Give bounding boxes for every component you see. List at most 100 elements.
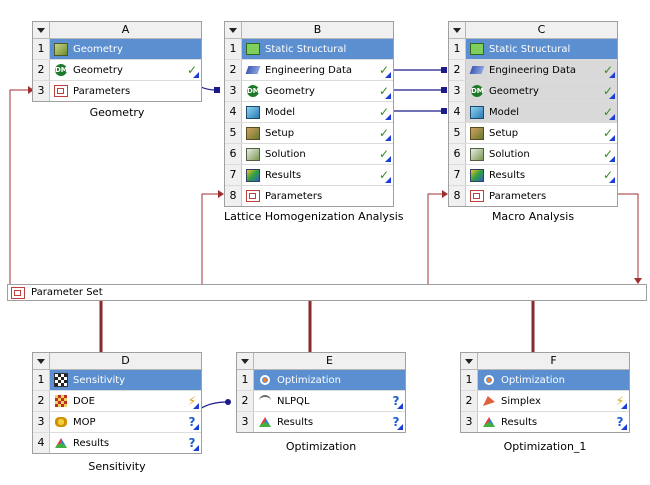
cell-label: NLPQL [277, 395, 310, 407]
cell-label: Solution [489, 148, 530, 160]
row-number: 4 [449, 102, 466, 122]
results-icon [245, 168, 261, 182]
check-icon: ✓ [602, 126, 614, 140]
cell-label: Solution [265, 148, 306, 160]
results-icon [469, 168, 485, 182]
row-number: 3 [225, 81, 242, 101]
row-number: 3 [33, 412, 50, 432]
status-corner-icon [609, 93, 615, 99]
system-caption[interactable]: Optimization [285, 440, 357, 453]
row-number: 3 [461, 412, 478, 432]
question-icon: ? [188, 415, 196, 429]
system-header: B [225, 22, 393, 39]
status-corner-icon [397, 403, 403, 409]
status-corner-icon [385, 93, 391, 99]
system-caption[interactable]: Sensitivity [88, 460, 146, 473]
chevron-down-icon[interactable] [225, 22, 242, 38]
chevron-down-icon[interactable] [33, 22, 50, 38]
check-icon: ✓ [378, 147, 390, 161]
row-number: 4 [225, 102, 242, 122]
setup-icon [245, 126, 261, 140]
row-number: 1 [33, 370, 50, 390]
nlpql-icon [257, 394, 273, 408]
system-caption[interactable]: Lattice Homogenization Analysis [224, 210, 404, 223]
parameter-set-bar[interactable]: Parameter Set [7, 284, 647, 301]
chevron-down-icon[interactable] [461, 353, 478, 369]
check-icon: ✓ [602, 168, 614, 182]
cell-label: Setup [265, 127, 295, 139]
row-number: 2 [461, 391, 478, 411]
status-corner-icon [621, 403, 627, 409]
system-caption[interactable]: Macro Analysis [491, 210, 575, 223]
sensitivity-icon [53, 373, 69, 387]
check-icon: ✓ [378, 84, 390, 98]
solution-icon [469, 147, 485, 161]
dm-icon: DM [55, 64, 68, 76]
optimization-icon [257, 373, 273, 387]
status-corner-icon [193, 424, 199, 430]
cell-label: Geometry [73, 43, 123, 55]
static-structural-icon [469, 42, 485, 56]
parameters-icon [53, 84, 69, 98]
engineering-data-icon [245, 63, 261, 77]
status-corner-icon [385, 72, 391, 78]
check-icon: ✓ [602, 84, 614, 98]
system-caption[interactable]: Geometry [89, 106, 145, 119]
cell-label: Results [277, 416, 314, 428]
chevron-down-icon[interactable] [449, 22, 466, 38]
question-icon: ? [392, 394, 400, 408]
status-corner-icon [609, 177, 615, 183]
row-number: 2 [33, 391, 50, 411]
chevron-down-icon[interactable] [237, 353, 254, 369]
mop-icon [53, 415, 69, 429]
doe-icon [53, 394, 69, 408]
geometry-cube-icon [53, 42, 69, 56]
system-caption[interactable]: Optimization_1 [503, 440, 587, 453]
lightning-icon: ⚡ [187, 394, 197, 408]
chevron-down-icon[interactable] [33, 353, 50, 369]
system-header: F [461, 353, 629, 370]
model-icon [245, 105, 261, 119]
question-icon: ? [616, 415, 624, 429]
status-corner-icon [193, 72, 199, 78]
status-corner-icon [385, 177, 391, 183]
row-number: 2 [33, 60, 50, 80]
results-pyramid-icon [481, 415, 497, 429]
